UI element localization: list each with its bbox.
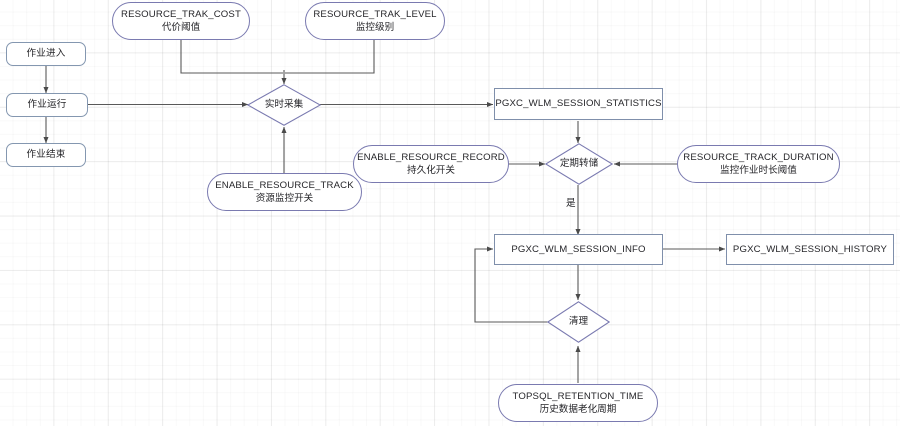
- node-topsql-retention-time[interactable]: TOPSQL_RETENTION_TIME 历史数据老化周期: [498, 384, 658, 422]
- node-realtime-collect[interactable]: 实时采集: [247, 84, 321, 126]
- node-realtime-collect-label: 实时采集: [264, 99, 304, 111]
- node-session-info-label: PGXC_WLM_SESSION_INFO: [511, 243, 646, 255]
- node-resource-trak-cost-sublabel: 代价阈值: [161, 21, 201, 33]
- node-enable-resource-track-sublabel: 资源监控开关: [255, 192, 314, 204]
- node-resource-trak-cost[interactable]: RESOURCE_TRAK_COST 代价阈值: [112, 2, 250, 40]
- diamond-shape-periodic-dump: [545, 143, 613, 185]
- node-periodic-dump-label: 定期转储: [559, 158, 599, 170]
- node-resource-track-duration[interactable]: RESOURCE_TRACK_DURATION 监控作业时长阈值: [677, 145, 840, 183]
- node-job-end-label: 作业结束: [26, 149, 66, 161]
- node-session-statistics-label: PGXC_WLM_SESSION_STATISTICS: [495, 98, 662, 110]
- node-cleanup-label: 清理: [568, 316, 589, 328]
- edge-cost-to-junction: [180, 40, 283, 74]
- node-topsql-retention-time-label: TOPSQL_RETENTION_TIME: [512, 391, 644, 403]
- node-job-run-label: 作业运行: [27, 99, 67, 111]
- node-resource-trak-level-sublabel: 监控级别: [355, 21, 395, 33]
- edge-level-to-junction: [285, 40, 375, 74]
- node-enable-resource-record-label: ENABLE_RESOURCE_RECORD: [357, 152, 505, 164]
- node-job-enter[interactable]: 作业进入: [6, 42, 86, 66]
- node-resource-trak-level-label: RESOURCE_TRAK_LEVEL: [313, 9, 437, 21]
- node-job-end[interactable]: 作业结束: [6, 143, 86, 167]
- node-enable-resource-record-sublabel: 持久化开关: [407, 164, 455, 176]
- node-resource-track-duration-label: RESOURCE_TRACK_DURATION: [683, 152, 834, 164]
- node-job-enter-label: 作业进入: [26, 48, 66, 60]
- node-enable-resource-track-label: ENABLE_RESOURCE_TRACK: [215, 180, 354, 192]
- node-job-run[interactable]: 作业运行: [6, 93, 88, 117]
- node-cleanup[interactable]: 清理: [547, 301, 610, 343]
- node-session-info[interactable]: PGXC_WLM_SESSION_INFO: [494, 234, 663, 265]
- node-topsql-retention-time-sublabel: 历史数据老化周期: [539, 403, 617, 415]
- node-resource-trak-cost-label: RESOURCE_TRAK_COST: [121, 9, 241, 21]
- node-session-history[interactable]: PGXC_WLM_SESSION_HISTORY: [726, 234, 894, 265]
- node-enable-resource-track[interactable]: ENABLE_RESOURCE_TRACK 资源监控开关: [207, 173, 362, 211]
- node-resource-track-duration-sublabel: 监控作业时长阈值: [720, 164, 797, 176]
- node-resource-trak-level[interactable]: RESOURCE_TRAK_LEVEL 监控级别: [305, 2, 445, 40]
- diamond-shape-cleanup: [547, 301, 610, 343]
- node-session-statistics[interactable]: PGXC_WLM_SESSION_STATISTICS: [494, 88, 663, 120]
- diamond-shape-realtime-collect: [247, 84, 321, 126]
- node-periodic-dump[interactable]: 定期转储: [545, 143, 613, 185]
- node-session-history-label: PGXC_WLM_SESSION_HISTORY: [732, 243, 888, 255]
- edge-label-dump-yes: 是: [566, 198, 576, 209]
- node-enable-resource-record[interactable]: ENABLE_RESOURCE_RECORD 持久化开关: [353, 145, 509, 183]
